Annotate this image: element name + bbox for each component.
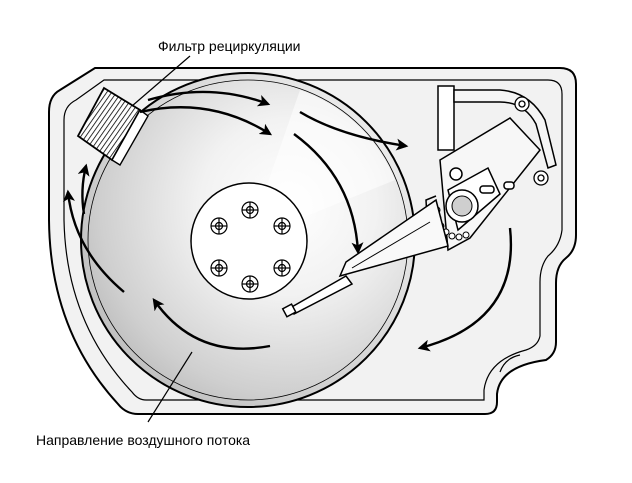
screw-icon xyxy=(210,259,228,277)
arrow-bottom-right xyxy=(417,227,513,352)
screw-icon xyxy=(210,217,228,235)
recirculation-filter xyxy=(76,86,149,166)
airflow-label: Направление воздушного потока xyxy=(36,432,251,448)
screw-icon xyxy=(273,259,291,277)
arrow-bottom-inner xyxy=(152,298,271,350)
bracket-screws xyxy=(514,96,549,186)
housing-corner xyxy=(499,354,521,373)
screw-icon xyxy=(273,217,291,235)
screw-icon xyxy=(241,201,259,219)
arrow-upper-middle xyxy=(299,110,409,151)
airflow-leader-line xyxy=(147,351,193,423)
spindle-screws xyxy=(210,201,291,293)
arrow-top-1 xyxy=(147,90,271,107)
arrow-inner-right xyxy=(293,133,364,255)
arrow-top-2 xyxy=(139,106,273,136)
filter-label: Фильтр рециркуляции xyxy=(158,38,301,54)
arrow-left-2 xyxy=(63,189,125,293)
screw-icon xyxy=(533,170,549,186)
voice-coil-magnet xyxy=(437,85,557,169)
actuator-arm xyxy=(281,117,541,318)
housing-inner-rim xyxy=(63,79,563,401)
filter-leader-line xyxy=(131,55,191,107)
screw-icon xyxy=(241,275,259,293)
screw-icon xyxy=(514,96,530,112)
airflow-arrows xyxy=(63,90,513,352)
arrow-left-1 xyxy=(77,163,90,215)
